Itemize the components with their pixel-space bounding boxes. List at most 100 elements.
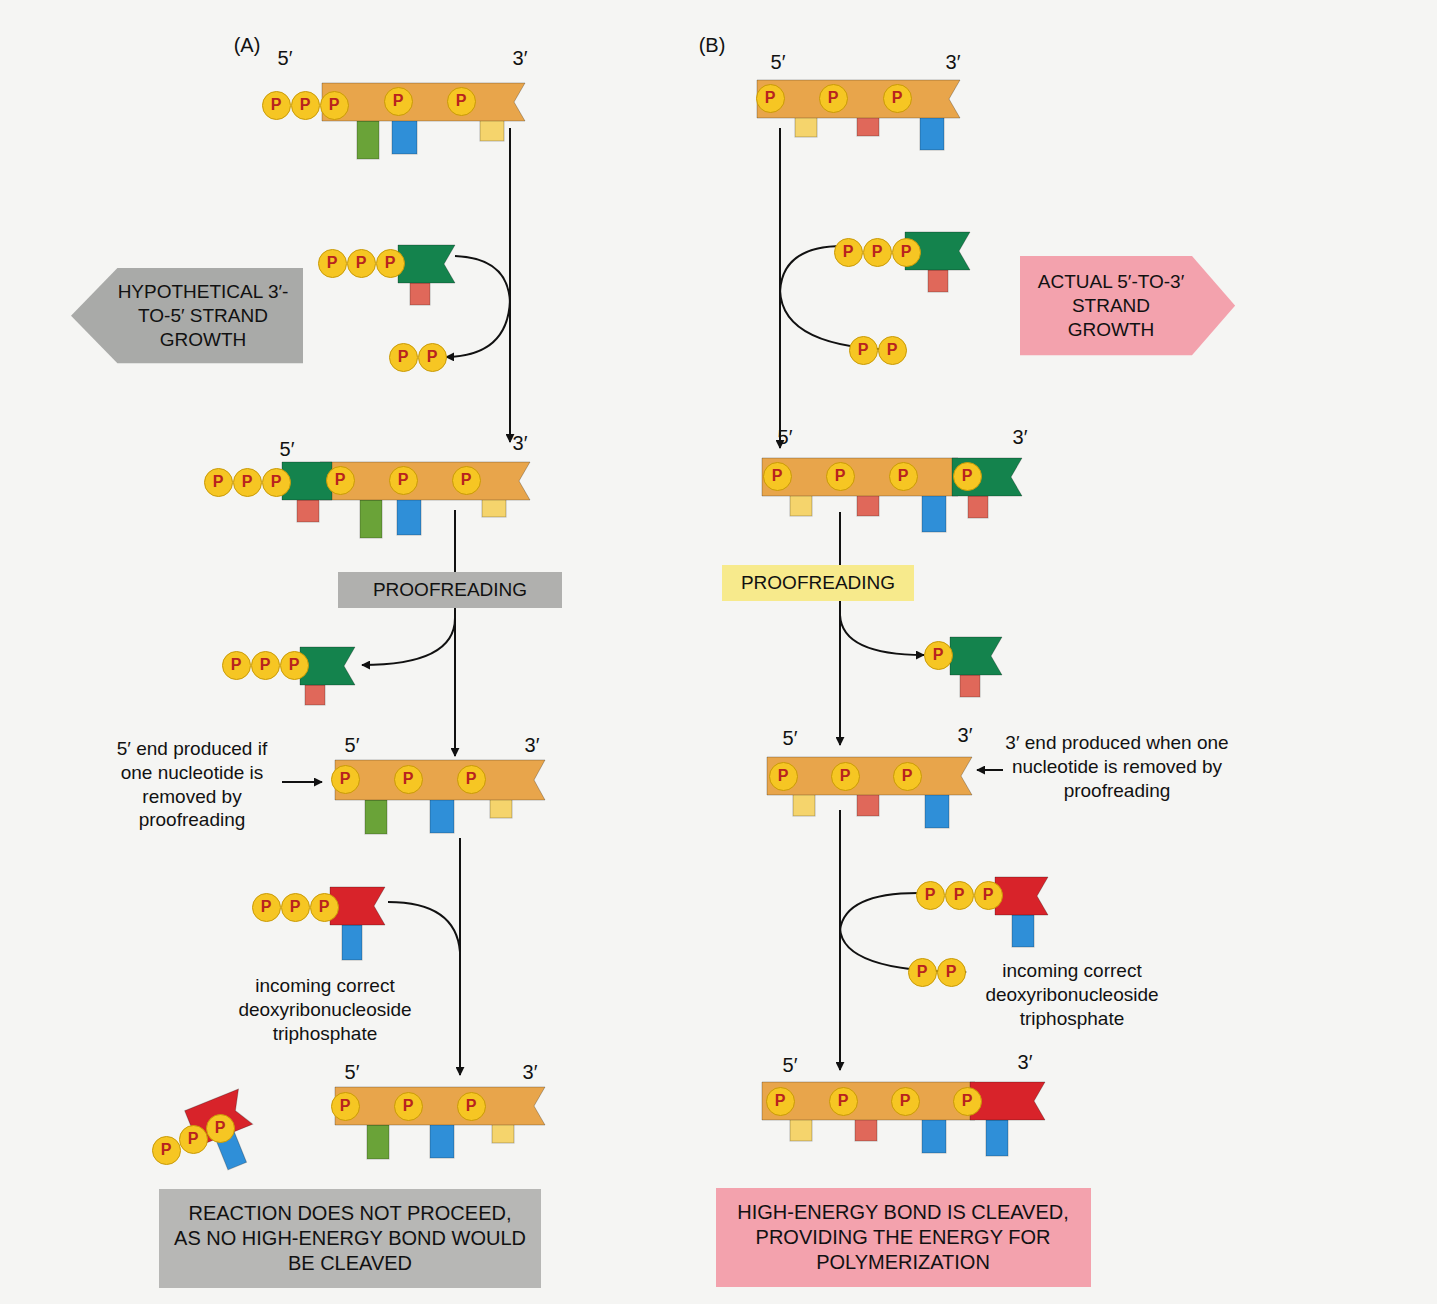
phosphate-label: P xyxy=(188,1131,199,1147)
phosphate-circle: P xyxy=(262,91,291,120)
nucleotide-block xyxy=(950,637,1002,675)
phosphate-label: P xyxy=(385,255,396,271)
phosphate-circle: P xyxy=(179,1125,208,1154)
phosphate-label: P xyxy=(461,472,472,488)
phosphate-circle: P xyxy=(849,336,878,365)
annotation-text: incoming correct deoxyribonucleoside tri… xyxy=(954,959,1190,1030)
phosphate-label: P xyxy=(466,1098,477,1114)
phosphate-label: P xyxy=(902,768,913,784)
base-block xyxy=(357,121,379,159)
phosphate-label: P xyxy=(954,887,965,903)
phosphate-circle: P xyxy=(281,893,310,922)
phosphate-circle: P xyxy=(447,87,476,116)
discarded-nucleotide xyxy=(185,1089,265,1177)
base-block xyxy=(397,497,421,535)
phosphate-label: P xyxy=(775,1093,786,1109)
box-text: PROOFREADING xyxy=(373,578,527,602)
phosphate-circle: P xyxy=(331,1092,360,1121)
outcome-box: HIGH-ENERGY BOND IS CLEAVED, PROVIDING T… xyxy=(716,1188,1091,1287)
phosphate-circle: P xyxy=(457,765,486,794)
reaction-arrow xyxy=(840,615,924,655)
base-block xyxy=(392,118,417,154)
phosphate-circle: P xyxy=(394,765,423,794)
phosphate-label: P xyxy=(778,768,789,784)
phosphate-circle: P xyxy=(452,466,481,495)
base-block xyxy=(490,798,512,818)
strand-end-label: (B) xyxy=(699,33,726,58)
dna-strand xyxy=(762,1082,975,1120)
strand-end-label: 5′ xyxy=(345,733,360,758)
phosphate-label: P xyxy=(962,468,973,484)
phosphate-circle: P xyxy=(331,765,360,794)
outcome-box: REACTION DOES NOT PROCEED, AS NO HIGH-EN… xyxy=(159,1189,541,1288)
phosphate-label: P xyxy=(329,97,340,113)
reaction-arrow xyxy=(840,893,918,930)
base-block xyxy=(793,792,815,816)
phosphate-label: P xyxy=(260,657,271,673)
phosphate-circle: P xyxy=(891,1087,920,1116)
step-band: PROOFREADING xyxy=(338,572,562,608)
arrow-fill xyxy=(71,268,303,363)
reaction-arrow xyxy=(446,300,510,357)
phosphate-label: P xyxy=(946,964,957,980)
phosphate-label: P xyxy=(289,657,300,673)
phosphate-circle: P xyxy=(819,84,848,113)
step-band: PROOFREADING xyxy=(722,565,914,601)
phosphate-label: P xyxy=(828,90,839,106)
base-block xyxy=(925,792,949,828)
phosphate-label: P xyxy=(340,771,351,787)
annotation-text: 5′ end produced if one nucleotide is rem… xyxy=(102,737,282,832)
phosphate-circle: P xyxy=(206,1114,235,1143)
box-text: HYPOTHETICAL 3′-TO-5′ STRAND GROWTH xyxy=(117,280,289,351)
phosphate-circle: P xyxy=(318,249,347,278)
base-block xyxy=(790,1117,812,1141)
strand-end-label: 5′ xyxy=(778,425,793,450)
phosphate-circle: P xyxy=(831,762,860,791)
reaction-arrow xyxy=(977,769,1003,771)
phosphate-circle: P xyxy=(766,1087,795,1116)
reaction-arrow xyxy=(509,128,511,442)
reaction-arrow xyxy=(839,810,841,1070)
strand-end-label: 5′ xyxy=(345,1060,360,1085)
phosphate-label: P xyxy=(838,1093,849,1109)
strand-end-label: 5′ xyxy=(783,1053,798,1078)
phosphate-label: P xyxy=(215,1120,226,1136)
strand-end-label: 3′ xyxy=(525,733,540,758)
phosphate-circle: P xyxy=(834,238,863,267)
phosphate-circle: P xyxy=(924,641,953,670)
phosphate-label: P xyxy=(887,342,898,358)
phosphate-label: P xyxy=(393,93,404,109)
phosphate-label: P xyxy=(901,244,912,260)
strand-end-label: 5′ xyxy=(771,50,786,75)
phosphate-circle: P xyxy=(763,462,792,491)
phosphate-label: P xyxy=(271,474,282,490)
reaction-arrow xyxy=(454,510,456,756)
phosphate-label: P xyxy=(925,887,936,903)
phosphate-circle: P xyxy=(326,466,355,495)
base-block xyxy=(305,685,325,705)
reaction-arrow xyxy=(282,781,322,783)
direction-arrow-box: HYPOTHETICAL 3′-TO-5′ STRAND GROWTH xyxy=(71,268,303,363)
strand-end-label: 3′ xyxy=(1018,1050,1033,1075)
phosphate-label: P xyxy=(261,899,272,915)
phosphate-circle: P xyxy=(262,468,291,497)
base-block xyxy=(342,925,362,960)
phosphate-circle: P xyxy=(937,958,966,987)
strand-end-label: 3′ xyxy=(523,1060,538,1085)
phosphate-circle: P xyxy=(320,91,349,120)
base-block xyxy=(410,283,430,305)
reaction-arrow xyxy=(459,838,461,1075)
phosphate-circle: P xyxy=(945,881,974,910)
phosphate-circle: P xyxy=(893,762,922,791)
phosphate-label: P xyxy=(835,468,846,484)
strand-end-label: 3′ xyxy=(958,723,973,748)
phosphate-circle: P xyxy=(204,468,233,497)
base-block xyxy=(365,800,387,834)
phosphate-label: P xyxy=(962,1093,973,1109)
base-block xyxy=(430,1122,454,1158)
base-block xyxy=(360,500,382,538)
phosphate-circle: P xyxy=(394,1092,423,1121)
base-block xyxy=(492,1123,514,1143)
phosphate-label: P xyxy=(161,1142,172,1158)
